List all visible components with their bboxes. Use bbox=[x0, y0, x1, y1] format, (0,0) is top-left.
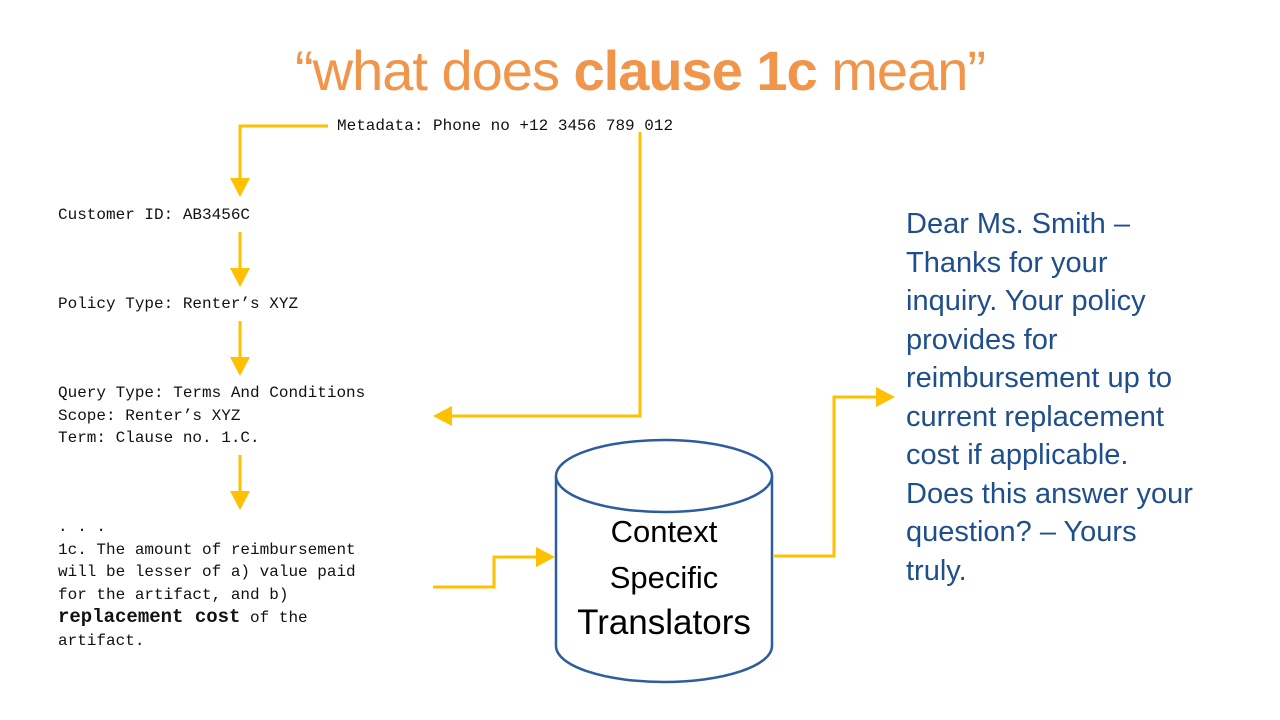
slide-title: “what does clause 1c mean” bbox=[295, 39, 986, 102]
arrow-metadata-to-query bbox=[452, 132, 642, 418]
reply-line: Does this answer your bbox=[906, 477, 1193, 510]
reply-line: inquiry. Your policy bbox=[906, 285, 1146, 317]
query-term-text: Term: Clause no. 1.C. bbox=[58, 429, 260, 447]
reply-line: Thanks for your bbox=[906, 246, 1108, 279]
arrow-clause-to-translator bbox=[433, 555, 536, 589]
arrowhead bbox=[230, 491, 250, 510]
arrowhead bbox=[433, 406, 452, 426]
reply-line: reimbursement up to bbox=[906, 362, 1172, 394]
reply-line: Dear Ms. Smith – bbox=[906, 208, 1130, 240]
translator-label-3: Translators bbox=[577, 603, 751, 642]
arrowhead bbox=[536, 547, 555, 567]
translator-cylinder bbox=[554, 438, 774, 684]
reply-message: Dear Ms. Smith – Thanks for your inquiry… bbox=[906, 205, 1246, 590]
reply-line: current replacement bbox=[906, 400, 1164, 433]
arrow-translator-to-reply bbox=[774, 395, 876, 558]
clause-line: replacement cost of the bbox=[58, 606, 308, 628]
reply-line: provides for bbox=[906, 323, 1058, 356]
query-scope-text: Scope: Renter’s XYZ bbox=[58, 406, 241, 425]
clause-bold-term: replacement cost bbox=[58, 606, 241, 628]
arrowhead bbox=[876, 387, 895, 407]
clause-line: 1c. The amount of reimbursement bbox=[58, 540, 356, 559]
translator-label-2: Specific bbox=[609, 560, 719, 595]
translator-label-1: Context bbox=[610, 514, 718, 549]
arrow-metadata-to-customer bbox=[238, 124, 328, 178]
reply-line: question? – Yours bbox=[906, 516, 1137, 548]
clause-line: will be lesser of a) value paid bbox=[58, 563, 356, 581]
arrowhead bbox=[230, 268, 250, 287]
clause-block: . . . 1c. The amount of reimbursement will… bbox=[58, 516, 356, 652]
metadata-text: Metadata: Phone no +12 3456 789 012 bbox=[337, 117, 674, 135]
query-type-text: Query Type: Terms And Conditions bbox=[58, 384, 366, 402]
policy-type-text: Policy Type: Renter’s XYZ bbox=[58, 295, 299, 313]
customer-id-text: Customer ID: AB3456C bbox=[58, 206, 251, 224]
arrowhead bbox=[230, 357, 250, 376]
clause-line: artifact. bbox=[58, 631, 145, 650]
clause-ellipsis: . . . bbox=[58, 518, 107, 536]
reply-line: cost if applicable. bbox=[906, 439, 1129, 471]
clause-line: for the artifact, and b) bbox=[58, 585, 289, 604]
reply-line: truly. bbox=[906, 554, 967, 587]
title-bold: clause 1c bbox=[573, 39, 818, 102]
arrowhead bbox=[230, 178, 250, 197]
